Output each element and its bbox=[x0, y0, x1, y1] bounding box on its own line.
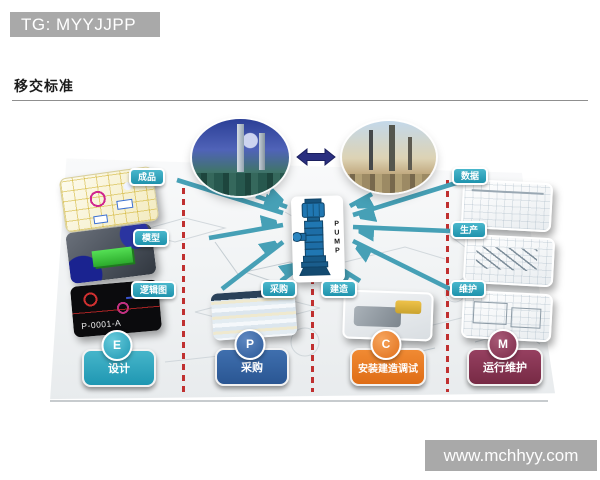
label-logic-diagram: 逻辑图 bbox=[131, 281, 177, 299]
phase-divider-p-c bbox=[311, 278, 314, 392]
pump-label: P U M P bbox=[334, 220, 341, 254]
label-maintenance: 维护 bbox=[450, 280, 487, 298]
tower-icon bbox=[389, 125, 395, 172]
design-plant-image bbox=[192, 119, 289, 196]
pump-letter: P bbox=[334, 247, 340, 255]
title-divider bbox=[12, 100, 588, 101]
pump-card: P U M P bbox=[290, 195, 346, 283]
phase-divider-c-m bbox=[446, 180, 449, 392]
label-production: 生产 bbox=[451, 221, 488, 239]
label-finished-product: 成品 bbox=[129, 168, 166, 186]
pump-letter: M bbox=[334, 238, 341, 246]
tower-icon bbox=[407, 136, 412, 170]
pump-letter: P bbox=[334, 220, 340, 228]
chimney-icon bbox=[258, 132, 265, 170]
chimney-icon bbox=[236, 124, 245, 173]
page-title: 移交标准 bbox=[14, 78, 74, 94]
plant-buildings bbox=[192, 172, 289, 196]
pump-icon bbox=[291, 198, 331, 277]
watermark-url: www.mchhyy.com bbox=[425, 440, 597, 471]
phase-e-circle: E bbox=[101, 330, 133, 361]
label-data: 数据 bbox=[452, 167, 489, 185]
double-arrow-icon bbox=[296, 147, 336, 167]
tag-badge: TG: MYYJJPP bbox=[10, 12, 160, 37]
label-procurement: 采购 bbox=[261, 280, 298, 298]
floor-front-edge bbox=[50, 400, 548, 402]
real-plant-image bbox=[342, 121, 436, 193]
phase-divider-e-p bbox=[182, 188, 185, 392]
epcm-handover-diagram: P-0001-A 成品 模型 逻辑图 采购 建造 数据 生产 维护 bbox=[0, 104, 600, 410]
phase-p-circle: P bbox=[234, 329, 266, 360]
tower-icon bbox=[369, 130, 373, 170]
phase-m-circle: M bbox=[487, 329, 519, 360]
label-model: 模型 bbox=[133, 229, 170, 247]
pump-letter: U bbox=[334, 229, 340, 237]
phase-c-circle: C bbox=[370, 329, 402, 360]
plant-buildings bbox=[342, 174, 436, 193]
label-construction: 建造 bbox=[321, 280, 358, 298]
